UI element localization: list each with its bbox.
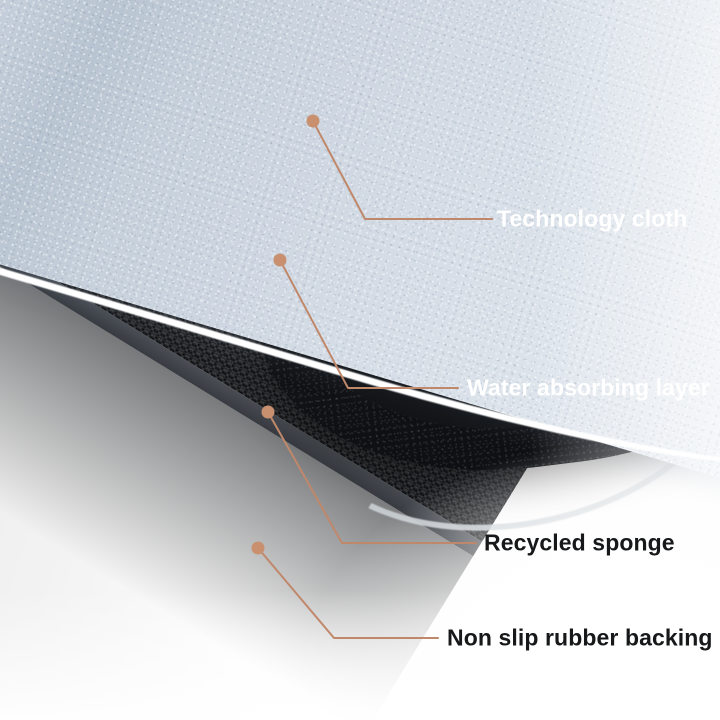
right-white-fade: [530, 0, 720, 720]
callout-label-technology-cloth: Technology cloth: [497, 205, 688, 232]
leader-line-recycled-sponge: [267, 411, 477, 544]
leader-dot-technology-cloth: [306, 114, 320, 128]
callout-label-water-absorbing-layer: Water absorbing layer: [467, 374, 710, 401]
leader-dot-water-absorbing-layer: [273, 253, 287, 267]
leader-line-non-slip-rubber-backing: [257, 547, 439, 639]
callout-label-recycled-sponge: Recycled sponge: [484, 529, 675, 556]
leader-dot-recycled-sponge: [261, 405, 275, 419]
leader-line-technology-cloth: [312, 120, 493, 220]
callout-label-non-slip-rubber-backing: Non slip rubber backing: [447, 624, 713, 651]
leader-dot-non-slip-rubber-backing: [251, 541, 265, 555]
leader-line-water-absorbing-layer: [279, 259, 459, 389]
